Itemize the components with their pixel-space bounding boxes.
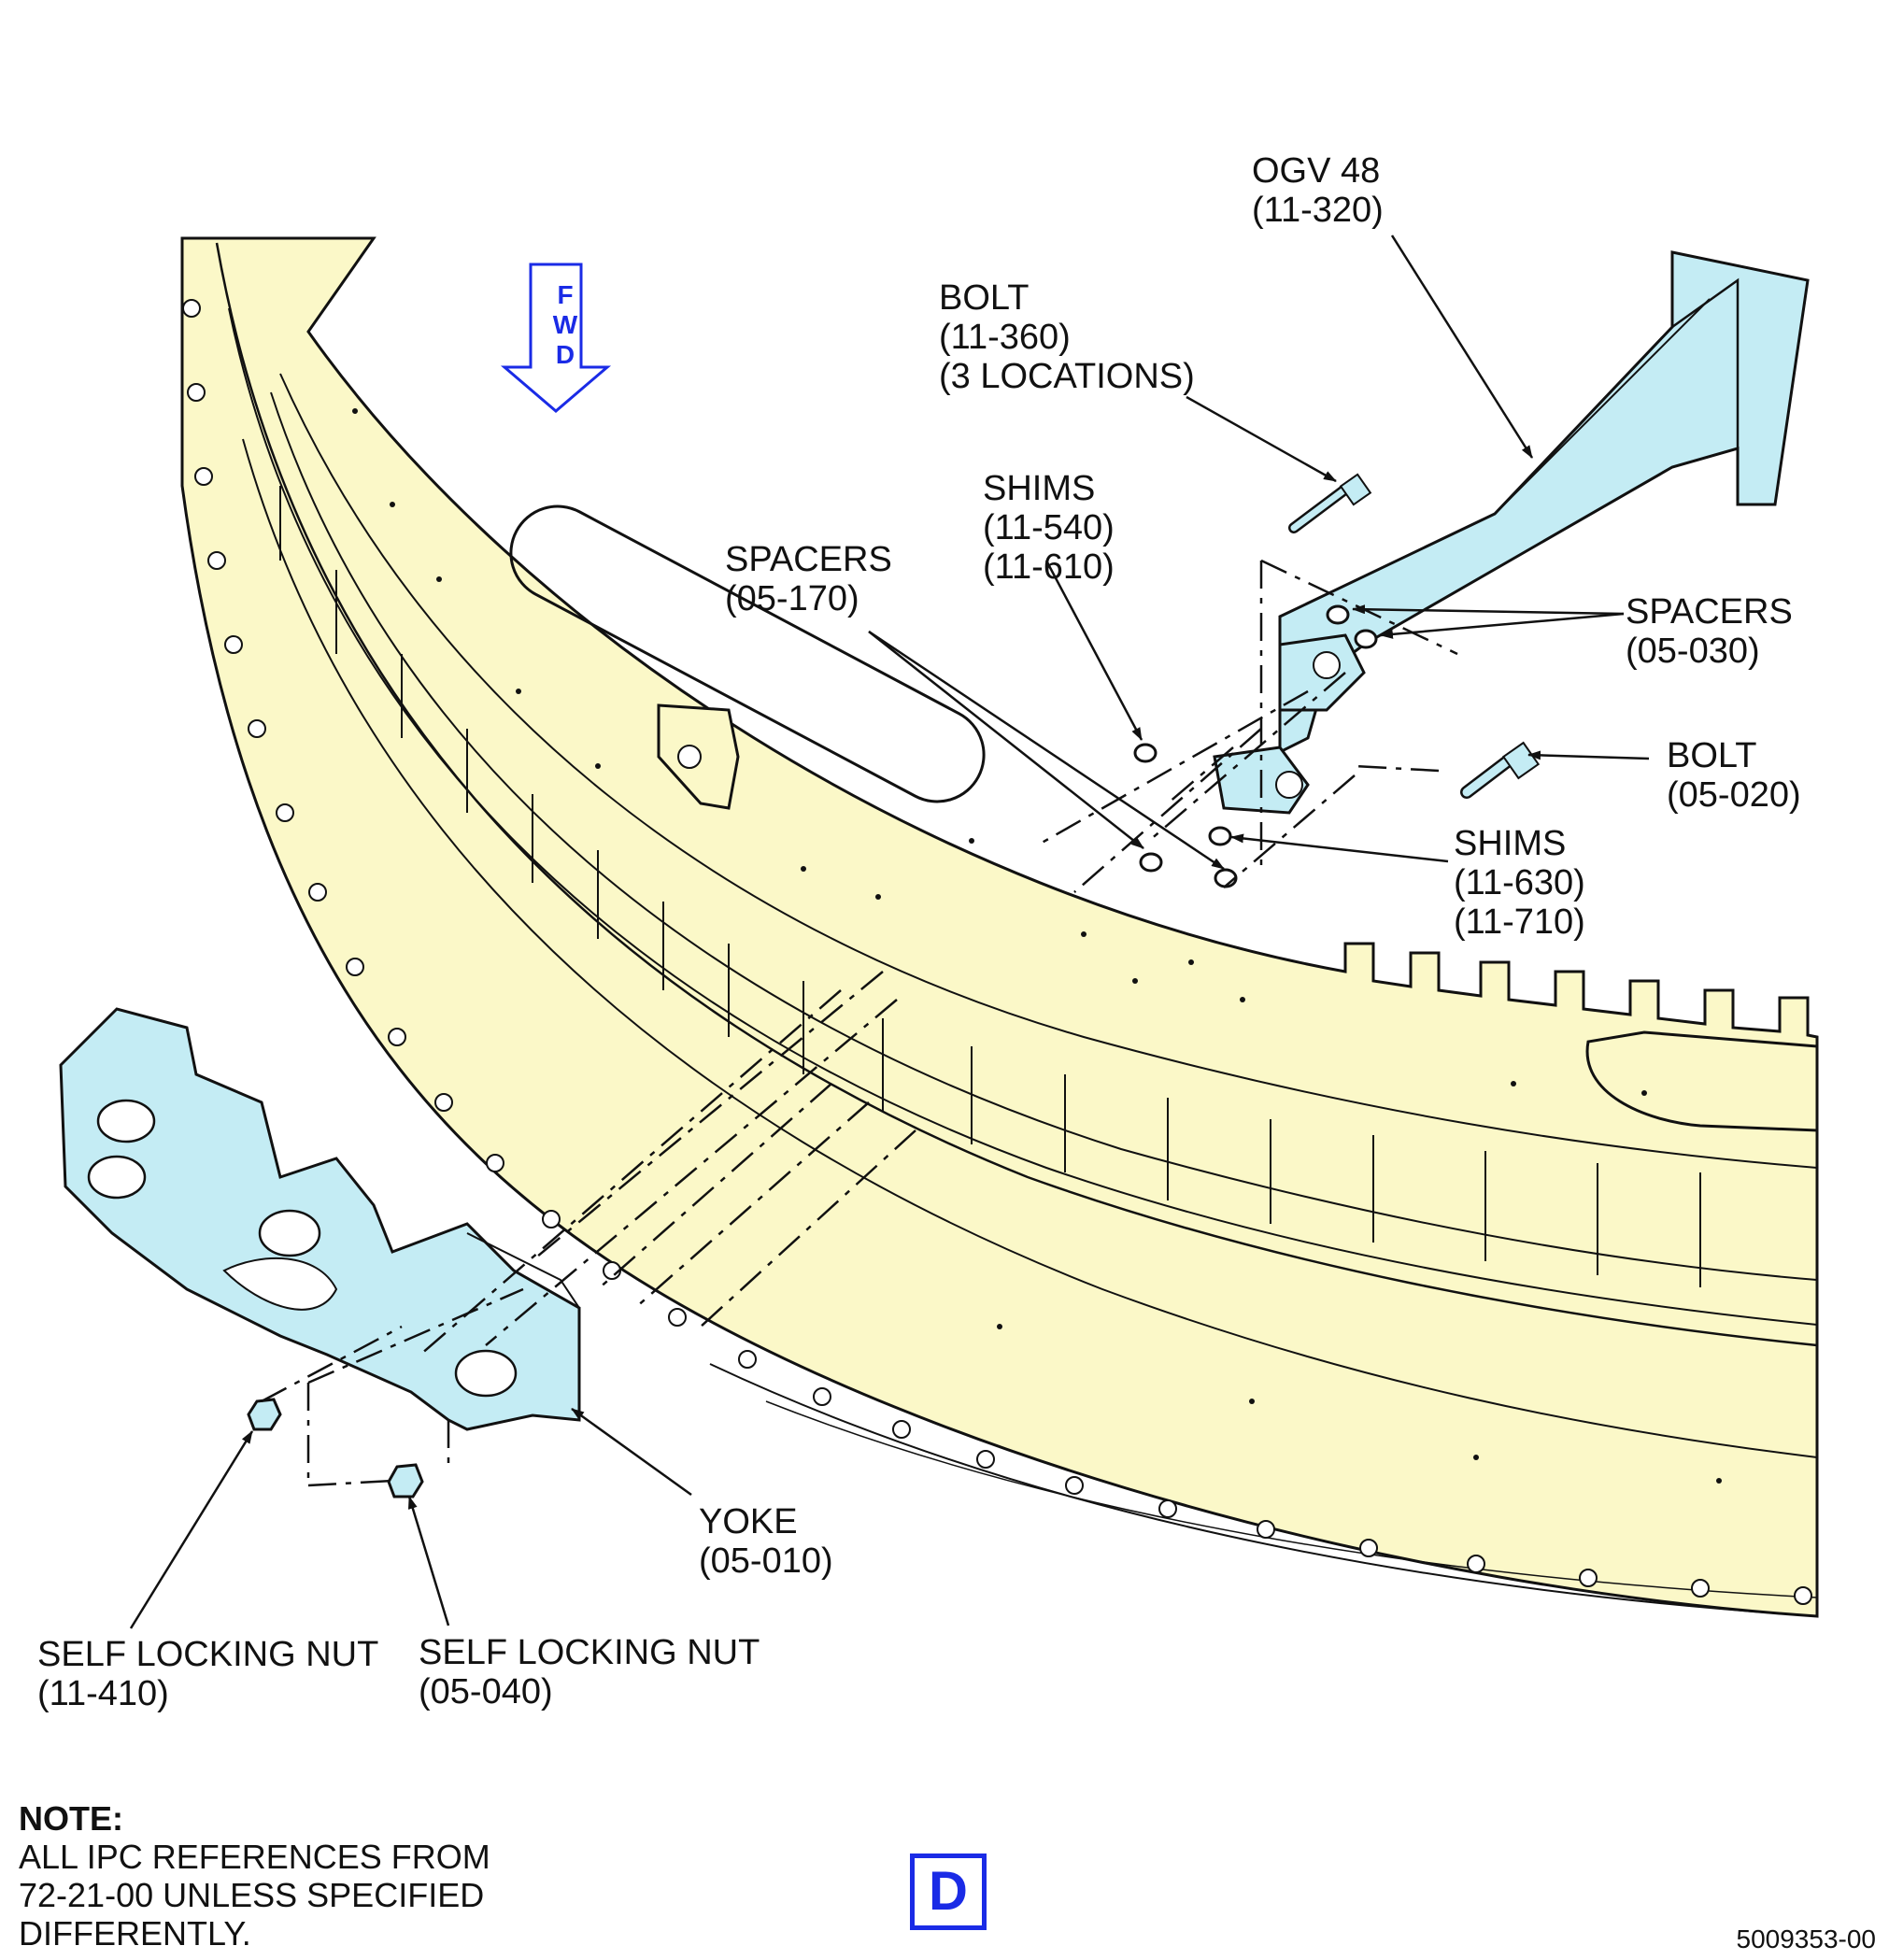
label-shims-top-name: SHIMS — [983, 469, 1096, 508]
fwd-letter-f: F — [557, 280, 574, 309]
label-yoke-ref: (05-010) — [699, 1541, 833, 1581]
bolt-11-360 — [1288, 473, 1372, 533]
label-shims-top-ref2: (11-610) — [983, 547, 1115, 587]
label-ogv-name: OGV 48 — [1252, 151, 1381, 191]
fwd-letter-w: W — [552, 310, 578, 339]
ogv-vane — [1213, 250, 1810, 815]
note-heading: NOTE: — [19, 1799, 123, 1838]
label-shims-bottom-ref2: (11-710) — [1454, 902, 1585, 942]
yoke-part — [59, 1007, 581, 1431]
washers — [1133, 604, 1378, 888]
label-nut-left-ref: (11-410) — [37, 1674, 169, 1713]
label-shims-bottom-ref1: (11-630) — [1454, 863, 1585, 902]
fwd-letter-d: D — [555, 340, 575, 369]
fwd-arrow — [500, 263, 612, 413]
label-nut-left: SELF LOCKING NUT (11-410) — [37, 1635, 378, 1713]
label-spacers-right-name: SPACERS — [1626, 592, 1793, 632]
assembly-centerlines — [261, 559, 1458, 1487]
label-bolt-top-ref: (11-360) — [939, 318, 1071, 357]
view-letter-box: D — [910, 1853, 987, 1930]
label-bolt-top: BOLT (11-360) (3 LOCATIONS) — [939, 278, 1195, 396]
label-spacers-right: SPACERS (05-030) — [1626, 592, 1793, 671]
label-shims-bottom: SHIMS (11-630) (11-710) — [1454, 824, 1585, 942]
label-bolt-top-name: BOLT — [939, 278, 1030, 318]
bolt-05-020 — [1460, 741, 1541, 799]
label-nut-right-name: SELF LOCKING NUT — [419, 1633, 760, 1672]
note-line-1: ALL IPC REFERENCES FROM — [19, 1838, 490, 1876]
note-line-3: DIFFERENTLY. — [19, 1914, 251, 1953]
self-locking-nuts — [247, 1398, 424, 1498]
note-line-2: 72-21-00 UNLESS SPECIFIED — [19, 1876, 485, 1914]
label-shims-bottom-name: SHIMS — [1454, 824, 1567, 863]
label-yoke: YOKE (05-010) — [699, 1502, 833, 1581]
label-spacers-right-ref: (05-030) — [1626, 632, 1760, 671]
label-ogv: OGV 48 (11-320) — [1252, 151, 1384, 230]
label-spacers-left-ref: (05-170) — [725, 579, 859, 618]
label-bolt-right-ref: (05-020) — [1667, 775, 1801, 815]
label-shims-top: SHIMS (11-540) (11-610) — [983, 469, 1115, 587]
label-nut-right: SELF LOCKING NUT (05-040) — [419, 1633, 760, 1711]
label-shims-top-ref1: (11-540) — [983, 508, 1115, 547]
label-nut-left-name: SELF LOCKING NUT — [37, 1635, 379, 1674]
label-bolt-top-qty: (3 LOCATIONS) — [939, 357, 1195, 396]
leader-lines — [129, 234, 1650, 1629]
fwd-arrow-label: F W D — [551, 280, 579, 370]
label-bolt-right: BOLT (05-020) — [1667, 736, 1801, 815]
label-ogv-ref: (11-320) — [1252, 191, 1384, 230]
fan-case-ring — [180, 236, 1819, 1618]
figure-number: 5009353-00 — [1736, 1924, 1876, 1953]
label-nut-right-ref: (05-040) — [419, 1672, 553, 1711]
label-bolt-right-name: BOLT — [1667, 736, 1757, 775]
label-spacers-left-name: SPACERS — [725, 540, 892, 579]
note-block: NOTE: ALL IPC REFERENCES FROM 72-21-00 U… — [19, 1799, 490, 1953]
label-spacers-left: SPACERS (05-170) — [725, 540, 892, 618]
label-yoke-name: YOKE — [699, 1502, 798, 1541]
